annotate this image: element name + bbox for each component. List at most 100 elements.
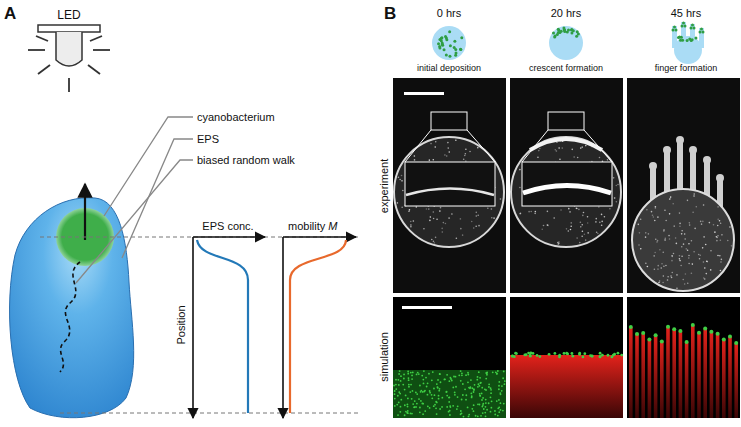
simulated-cell	[473, 389, 475, 391]
simulated-cell	[479, 377, 481, 379]
speckle	[410, 226, 412, 228]
speckle	[569, 211, 571, 213]
simulated-cell	[490, 387, 492, 389]
speckle	[647, 266, 649, 268]
simulated-cell	[467, 407, 469, 409]
simulated-cell	[420, 391, 422, 393]
eps-blob	[10, 198, 134, 418]
speckle	[679, 212, 681, 214]
speckle	[583, 212, 585, 214]
speckle	[560, 140, 562, 142]
simulated-cell	[457, 396, 459, 398]
simulated-cell	[433, 388, 435, 390]
speckle	[720, 270, 722, 272]
simulated-cell	[488, 383, 490, 385]
simulated-cell	[419, 407, 421, 409]
cell-dot	[681, 39, 684, 42]
speckle	[664, 238, 666, 240]
callout-label: biased random walk	[197, 154, 295, 166]
speckle	[433, 218, 435, 220]
simulated-cell	[407, 398, 409, 400]
simulated-cell	[486, 374, 488, 376]
speckle	[555, 149, 557, 151]
simulated-cell	[455, 386, 457, 388]
simulated-cell	[483, 408, 485, 410]
simulated-cell	[446, 406, 448, 408]
speckle	[699, 258, 701, 260]
simulated-cell	[443, 379, 445, 381]
simulated-cell	[477, 415, 479, 417]
simulated-cell	[473, 404, 475, 406]
speckle	[694, 228, 696, 230]
speckle	[432, 159, 434, 161]
simulated-cell	[502, 377, 504, 379]
simulated-cell	[485, 372, 487, 374]
speckle	[444, 154, 446, 156]
simulated-cell	[421, 403, 423, 405]
speckle	[598, 206, 600, 208]
simulated-cell	[571, 352, 574, 355]
speckle	[671, 260, 673, 262]
simulated-cell	[415, 406, 417, 408]
simulated-cell	[423, 391, 425, 393]
speckle	[580, 221, 582, 223]
simulated-cell	[400, 380, 402, 382]
speckle	[451, 213, 453, 215]
speckle	[573, 156, 575, 158]
speckle	[595, 221, 597, 223]
speckle	[655, 239, 657, 241]
simulated-cell	[446, 391, 448, 393]
simulated-cell	[404, 414, 406, 416]
cell-dot	[567, 29, 570, 32]
speckle	[671, 256, 673, 258]
simulated-cell	[697, 331, 701, 335]
speckle	[429, 220, 431, 222]
simulated-cell	[558, 356, 561, 359]
simulated-cell	[500, 402, 502, 404]
simulated-cell	[397, 379, 399, 381]
cell-dot	[454, 48, 457, 51]
speckle	[604, 216, 606, 218]
speckle	[710, 269, 712, 271]
simulated-cell	[407, 406, 409, 408]
speckle	[520, 213, 522, 215]
speckle	[581, 146, 583, 148]
simulated-cell	[449, 414, 451, 416]
simulated-cell	[450, 406, 452, 408]
simulated-cell	[457, 405, 459, 407]
simulated-cell	[672, 327, 676, 331]
simulated-cell	[446, 395, 448, 397]
speckle	[553, 217, 555, 219]
speckle	[676, 274, 678, 276]
axis-label: mobility	[288, 220, 325, 232]
simulated-cell	[654, 333, 658, 337]
simulated-cell	[403, 374, 405, 376]
speckle	[477, 214, 479, 216]
guide-line	[60, 413, 358, 414]
speckle	[591, 146, 593, 148]
cell-dot	[684, 25, 687, 28]
speckle	[570, 229, 572, 231]
speckle	[547, 224, 549, 226]
speckle	[688, 257, 690, 259]
simulated-cell	[473, 388, 475, 390]
speckle	[719, 255, 721, 257]
speckle	[671, 272, 673, 274]
speckle	[727, 240, 729, 242]
simulated-cell	[408, 379, 410, 381]
simulated-cell	[444, 378, 446, 380]
speckle	[556, 142, 558, 144]
simulated-cell	[467, 372, 469, 374]
speckle	[463, 158, 465, 160]
simulated-cell	[429, 407, 431, 409]
simulated-cell	[428, 373, 430, 375]
stage-label: crescent formation	[529, 64, 603, 74]
speckle	[500, 198, 502, 200]
speckle	[729, 226, 731, 228]
simulated-cell	[409, 391, 411, 393]
simulated-cell	[395, 388, 397, 390]
simulated-cell	[427, 394, 429, 396]
simulated-cell	[410, 384, 412, 386]
speckle	[576, 237, 578, 239]
simulated-cell	[452, 387, 454, 389]
